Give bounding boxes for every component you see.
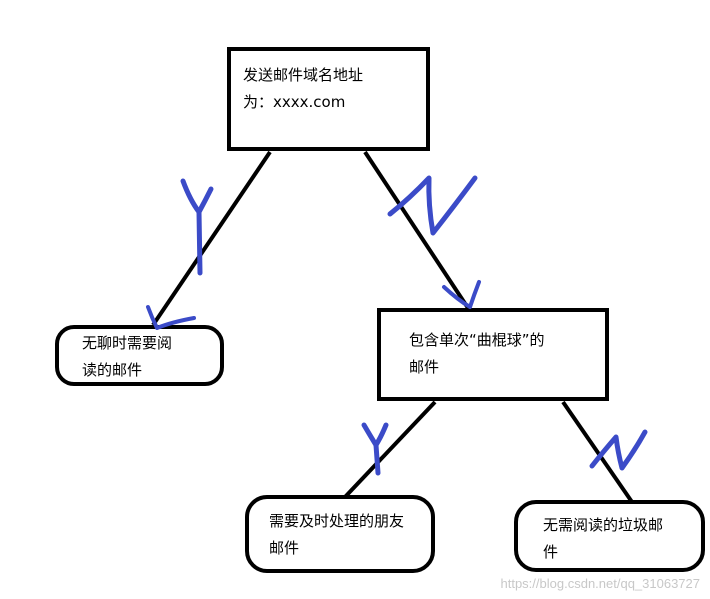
left-leaf-box — [55, 325, 224, 386]
left-leaf-line2: 读的邮件 — [82, 361, 143, 379]
bottom-left-leaf-text: 需要及时处理的朋友 邮件 — [269, 508, 404, 562]
edge-middle-to-bottom-left — [343, 400, 437, 499]
root-node-line1: 发送邮件域名地址 — [243, 66, 364, 84]
middle-node-text: 包含单次“曲棍球”的 邮件 — [409, 327, 545, 381]
middle-node-box — [377, 308, 609, 401]
watermark: https://blog.csdn.net/qq_31063727 — [500, 576, 701, 591]
edge-root-to-left — [151, 150, 272, 327]
label-root-yes — [180, 178, 214, 276]
label-root-no — [387, 175, 478, 236]
arrowhead-middle — [442, 280, 481, 309]
bottom-left-leaf-box — [245, 495, 435, 573]
edge-middle-to-bottom-right — [561, 400, 634, 504]
bottom-right-leaf-text: 无需阅读的垃圾邮 件 — [543, 512, 663, 566]
middle-node-line2: 邮件 — [409, 358, 440, 376]
label-middle-no — [589, 429, 648, 471]
bottom-left-leaf-line2: 邮件 — [269, 539, 300, 557]
arrowhead-left — [146, 305, 196, 330]
left-leaf-text: 无聊时需要阅 读的邮件 — [82, 330, 172, 384]
label-middle-yes — [361, 422, 389, 476]
bottom-right-leaf-line1: 无需阅读的垃圾邮 — [543, 516, 664, 534]
left-leaf-line1: 无聊时需要阅 — [82, 334, 173, 352]
root-node-box — [227, 47, 430, 151]
bottom-right-leaf-line2: 件 — [543, 543, 559, 561]
root-node-text: 发送邮件域名地址 为：xxxx.com — [243, 62, 363, 116]
edge-root-to-middle — [363, 150, 470, 310]
bottom-right-leaf-box — [514, 500, 705, 572]
bottom-left-leaf-line1: 需要及时处理的朋友 — [269, 512, 405, 530]
root-node-line2: 为：xxxx.com — [243, 93, 346, 111]
middle-node-line1: 包含单次“曲棍球”的 — [409, 331, 545, 349]
